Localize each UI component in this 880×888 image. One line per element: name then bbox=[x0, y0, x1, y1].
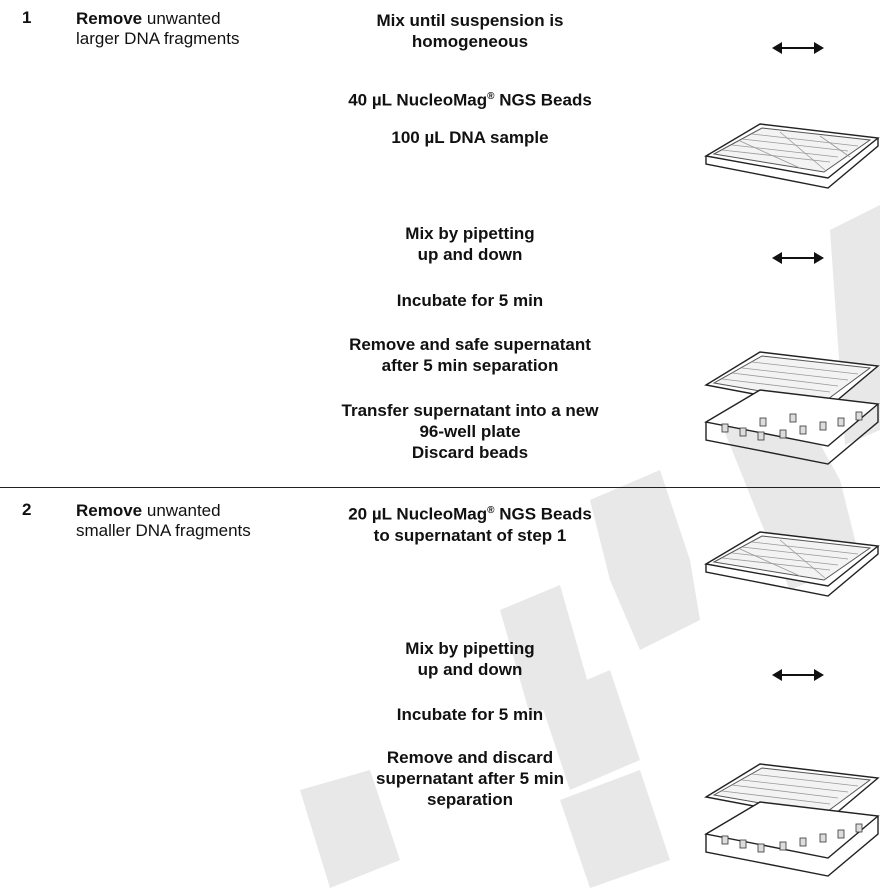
96-well-plate-icon bbox=[704, 531, 880, 597]
step-1-instruction-separate: Remove and safe supernatant after 5 min … bbox=[349, 335, 591, 375]
step-1-instruction-incubate: Incubate for 5 min bbox=[396, 291, 544, 310]
step-divider bbox=[0, 487, 880, 488]
step-1-title-line2: larger DNA fragments bbox=[76, 29, 240, 48]
step-2-instruction-pipette: Mix by pipetting up and down bbox=[405, 639, 535, 679]
step-2-instruction-incubate: Incubate for 5 min bbox=[396, 705, 544, 724]
step-1-instruction-beads: 40 µL NucleoMag® NGS Beads bbox=[348, 90, 592, 110]
step-2-instruction-separate: Remove and discard supernatant after 5 m… bbox=[376, 748, 564, 809]
step-2-number: 2 bbox=[22, 500, 32, 519]
step-2-title: Remove unwanted smaller DNA fragments bbox=[76, 501, 251, 541]
step-1-title-rest: unwanted bbox=[142, 9, 221, 28]
step-2-title-rest: unwanted bbox=[142, 501, 221, 520]
plate-on-magnet-icon bbox=[704, 763, 880, 877]
step-1-title: Remove unwanted larger DNA fragments bbox=[76, 9, 239, 49]
double-arrow-icon bbox=[772, 252, 824, 264]
plate-on-magnet-icon bbox=[704, 351, 880, 465]
step-2-title-bold: Remove bbox=[76, 501, 143, 520]
96-well-plate-icon bbox=[704, 123, 880, 189]
step-1-instruction-transfer: Transfer supernatant into a new 96-well … bbox=[341, 401, 599, 462]
step-1-title-bold: Remove bbox=[76, 9, 143, 28]
step-1-number: 1 bbox=[22, 8, 32, 27]
step-2-title-line2: smaller DNA fragments bbox=[76, 521, 251, 540]
step-1-instruction-sample: 100 µL DNA sample bbox=[391, 128, 549, 147]
step-1-instruction-pipette: Mix by pipetting up and down bbox=[405, 224, 535, 264]
double-arrow-icon bbox=[772, 42, 824, 54]
step-1-instruction-mix: Mix until suspension is homogeneous bbox=[376, 11, 564, 51]
double-arrow-icon bbox=[772, 669, 824, 681]
